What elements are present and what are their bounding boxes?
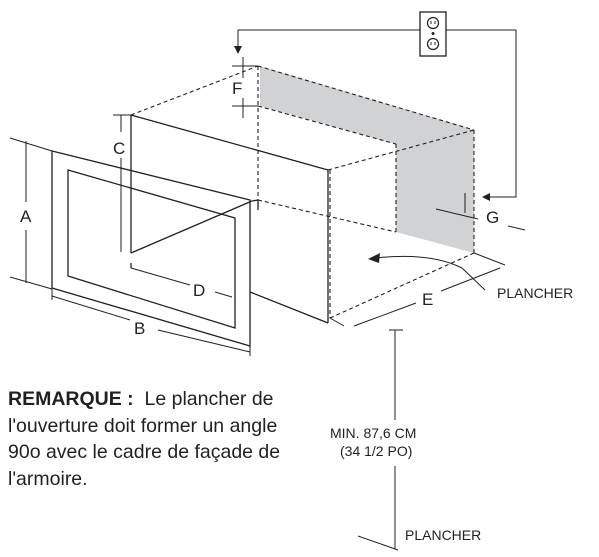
dimension-a: A	[9, 137, 53, 290]
label-g: G	[486, 208, 499, 227]
electrical-outlet-icon	[419, 11, 447, 57]
electrical-wiring	[234, 11, 517, 201]
label-f: F	[232, 79, 242, 98]
label-a: A	[20, 207, 32, 226]
floor-label-lower: PLANCHER	[405, 527, 481, 543]
arrow-icon	[368, 253, 380, 263]
note-text: Le plancher de l'ouverture doit former u…	[8, 388, 281, 490]
trim-frame	[51, 150, 251, 347]
label-e: E	[422, 290, 433, 309]
min-height-line2: (34 1/2 PO)	[340, 443, 412, 459]
installation-note: REMARQUE : Le plancher de l'ouverture do…	[8, 386, 298, 492]
floor-label-upper: PLANCHER	[497, 285, 573, 301]
shaded-cabinet-back	[260, 66, 474, 253]
dimension-d: D	[130, 267, 233, 300]
dimension-e: E	[329, 252, 506, 327]
min-height-dimension: MIN. 87,6 CM (34 1/2 PO) PLANCHER	[330, 329, 481, 551]
dimension-b: B	[51, 289, 251, 356]
cabinet-face	[130, 114, 329, 324]
dimension-c: C	[113, 114, 131, 252]
label-d: D	[193, 281, 205, 300]
dimension-g: G	[435, 193, 526, 231]
label-b: B	[134, 319, 145, 338]
min-height-line1: MIN. 87,6 CM	[330, 425, 416, 441]
label-c: C	[113, 139, 125, 158]
dimension-f: F	[232, 57, 258, 118]
upper-floor-callout: PLANCHER	[368, 253, 573, 301]
cabinet-outline-dashed	[130, 65, 475, 319]
note-heading: REMARQUE :	[8, 388, 134, 410]
